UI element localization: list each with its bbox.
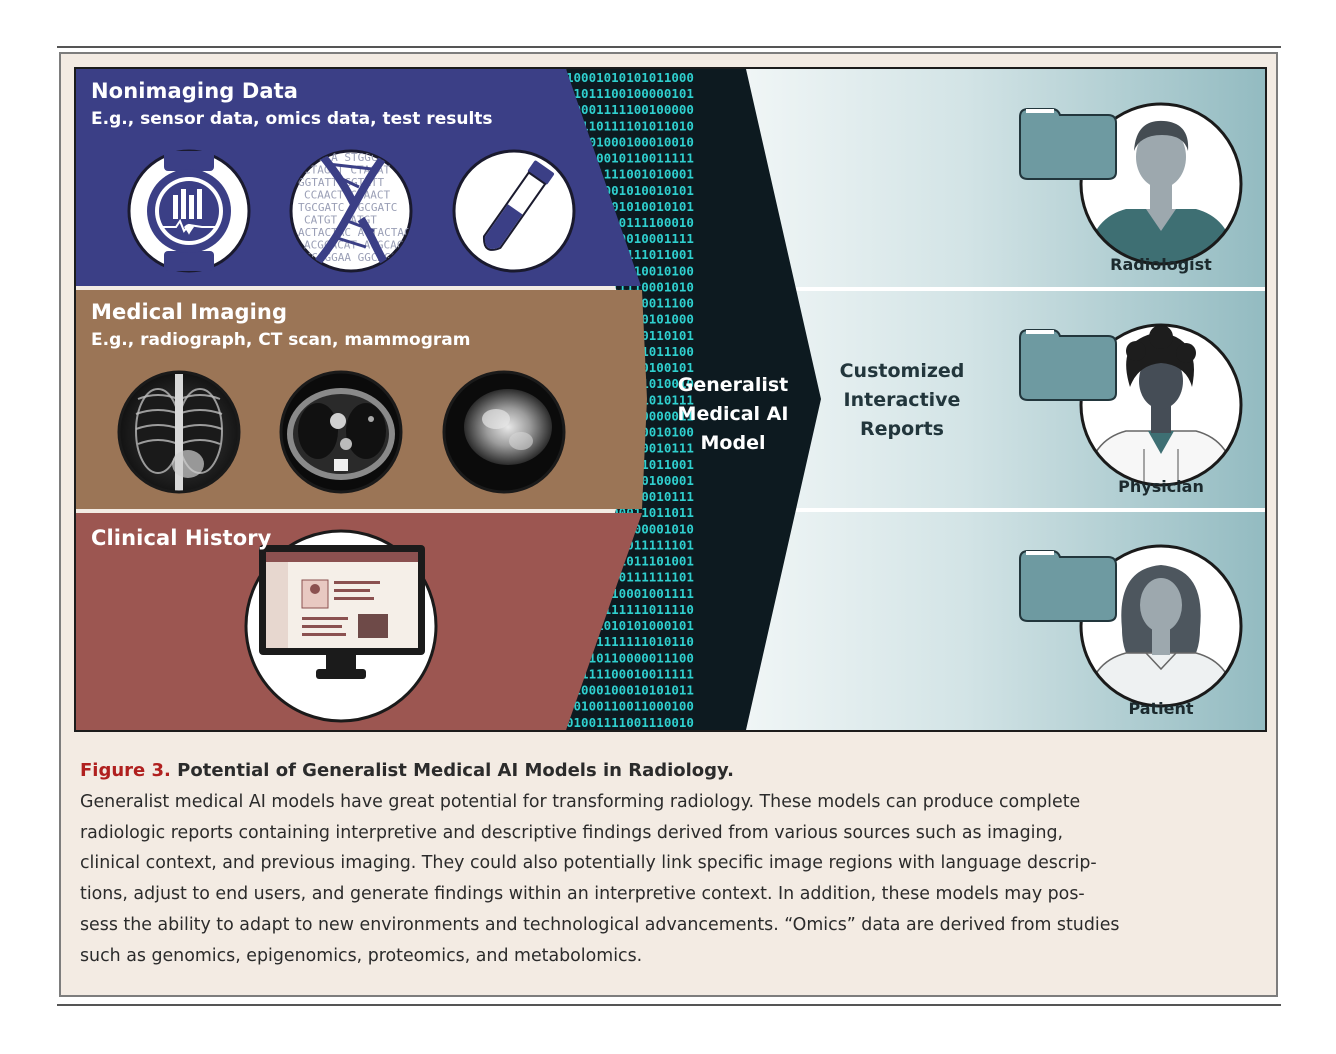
role-label-physician: Physician [1118,477,1204,496]
top-rule [57,46,1281,48]
dna-sequence-text: ACTACTAC ACTACTAC [298,226,411,239]
smartwatch-icon [127,149,251,273]
reports-label-line: Customized [839,360,965,382]
dna-sequence-text: CATGT CATGT [304,214,377,227]
caption-line: tions, adjust to end users, and generate… [80,884,1085,905]
clinical-title: Clinical History [91,526,272,550]
ct-scan-icon [279,370,403,494]
binary-row: 00100110011000100 [566,699,694,714]
physician-avatar-icon [1079,323,1243,487]
model-label-line: Model [700,432,766,454]
figure-caption: Figure 3. Potential of Generalist Medica… [80,760,1265,971]
reports-label-line: Interactive [843,389,961,411]
folder-icon [1019,550,1117,622]
figure-number: Figure 3. [80,760,171,781]
folder-icon [1019,108,1117,180]
imaging-subtitle: E.g., radiograph, CT scan, mammogram [91,330,471,350]
caption-line: sess the ability to adapt to new environ… [80,914,1120,935]
model-label: Generalist Medical AI Model [668,371,798,458]
ehr-monitor-icon [244,529,438,723]
imaging-title: Medical Imaging [91,300,288,324]
radiologist-avatar-icon [1079,102,1243,266]
nonimaging-subtitle: E.g., sensor data, omics data, test resu… [91,109,493,129]
role-label-radiologist: Radiologist [1110,255,1212,274]
caption-title: Figure 3. Potential of Generalist Medica… [80,760,1265,781]
binary-row: 00110111101011010 [566,118,694,133]
caption-line: such as genomics, epigenomics, proteomic… [80,945,643,966]
caption-title-text: Potential of Generalist Medical AI Model… [170,760,734,781]
model-label-line: Medical AI [677,403,789,425]
caption-body: Generalist medical AI models have great … [80,787,1265,971]
binary-band [566,69,821,730]
binary-row: 11011100100000101 [566,86,694,101]
folder-icon [1019,329,1117,401]
binary-row: 01000100010101011 [566,683,694,698]
caption-line: Generalist medical AI models have great … [80,792,1081,812]
nonimaging-title: Nonimaging Data [91,79,299,103]
binary-row: 01001111001110010 [566,715,694,730]
binary-row: 00111100010011111 [566,666,694,681]
binary-row: 00101000100010010 [566,134,694,149]
role-label-patient: Patient [1128,699,1194,718]
dna-sequence-text: TGCGATC TGCGATC [298,201,397,214]
model-label-line: Generalist [677,374,789,396]
reports-label: Customized Interactive Reports [817,357,987,444]
mammogram-icon [442,370,566,494]
caption-line: clinical context, and previous imaging. … [80,853,1097,874]
chest-radiograph-icon [117,370,241,494]
test-tube-icon [452,149,576,273]
binary-row: 00110110000011100 [566,650,694,665]
reports-label-line: Reports [860,418,944,440]
binary-row: 10001111100100000 [566,102,694,117]
diagram-canvas: 1000101010101100011011100100000101100011… [76,69,1265,730]
bottom-rule [57,1004,1281,1006]
caption-line: radiologic reports containing interpreti… [80,822,1064,843]
binary-row: 10001010101011000 [566,70,694,85]
patient-avatar-icon [1079,544,1243,708]
